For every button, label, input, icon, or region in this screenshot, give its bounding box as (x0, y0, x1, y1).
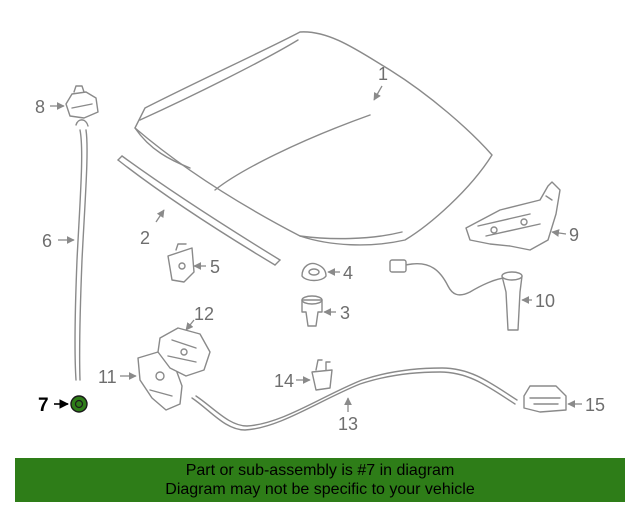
leader-lines (50, 85, 582, 412)
callout-8: 8 (35, 97, 45, 117)
callout-7: 7 (38, 395, 49, 416)
callout-11: 11 (98, 367, 117, 387)
grommet-part-7 (70, 395, 88, 413)
rod-holder-part-8 (65, 85, 99, 119)
latch-switch-part-10 (389, 259, 523, 331)
callout-9: 9 (569, 225, 579, 245)
callout-2: 2 (140, 228, 150, 248)
callout-3: 3 (340, 303, 350, 323)
parts-diagram: 1 2 3 4 5 6 7 8 9 10 11 12 13 14 15 (35, 31, 605, 434)
clip-part-3 (301, 295, 323, 327)
bumper-stop-part-4 (301, 262, 327, 282)
hinge-part-9 (465, 181, 561, 251)
callout-5: 5 (210, 257, 220, 277)
callout-4: 4 (343, 263, 353, 283)
callout-13: 13 (338, 414, 358, 434)
callout-6: 6 (42, 231, 52, 251)
callout-14: 14 (274, 371, 294, 391)
bracket-part-5 (167, 243, 195, 283)
callout-15: 15 (585, 395, 605, 415)
info-banner: Part or sub-assembly is #7 in diagram Di… (15, 458, 625, 502)
banner-line-disclaimer: Diagram may not be specific to your vehi… (165, 481, 475, 498)
callout-12: 12 (194, 304, 214, 324)
hood-seal (117, 155, 281, 266)
hood-panel (134, 31, 493, 246)
callout-1: 1 (378, 64, 388, 84)
support-rod-part-6 (74, 119, 89, 381)
release-handle-part-15 (523, 385, 567, 413)
latch-assembly-part-12 (157, 327, 211, 377)
cable-clip-part-14 (311, 359, 333, 391)
callout-10: 10 (535, 291, 555, 311)
release-cable-part-13 (191, 367, 518, 431)
banner-line-part-number: Part or sub-assembly is #7 in diagram (185, 462, 455, 479)
